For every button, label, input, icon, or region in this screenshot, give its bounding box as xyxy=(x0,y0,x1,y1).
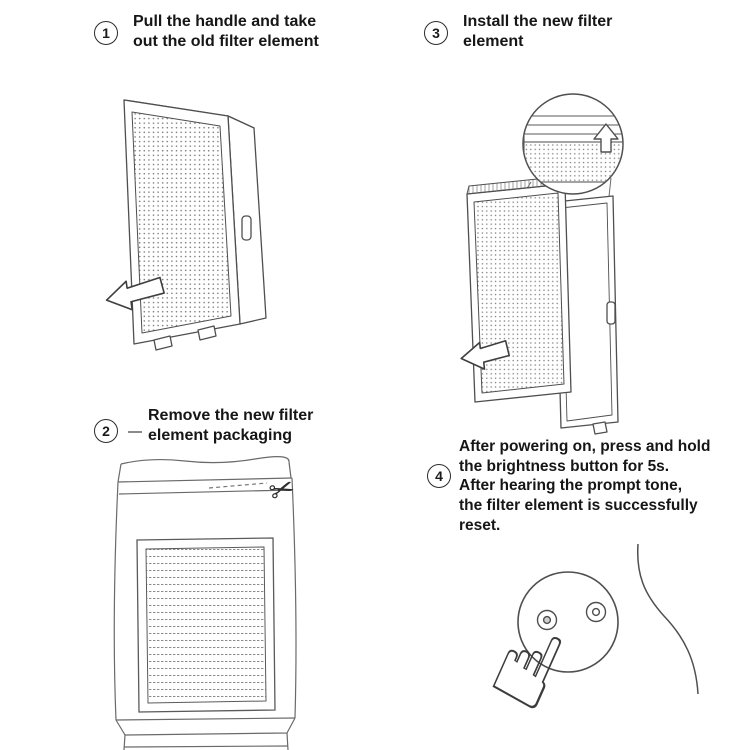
secondary-button xyxy=(585,601,607,623)
step-3-caption: Install the new filter element xyxy=(463,13,613,51)
old-filter-unit-drawing xyxy=(123,99,267,351)
packaging-bag-drawing xyxy=(113,456,297,750)
scissors-icon: ✂ xyxy=(265,470,300,511)
step-4-illustration: ☝ xyxy=(474,543,699,736)
filter-handle xyxy=(241,215,252,241)
step-2-caption: Remove the new filter element packaging xyxy=(148,407,314,445)
packed-filter-drawing xyxy=(136,537,276,713)
step-1-illustration xyxy=(105,99,267,351)
insert-up-arrow-icon xyxy=(593,123,619,153)
step-3-number: 3 xyxy=(424,21,448,45)
brightness-button xyxy=(536,609,558,631)
filter-handle xyxy=(606,301,616,325)
step-2-number: 2 xyxy=(94,419,118,443)
device-edge-line xyxy=(636,543,699,695)
step-3-illustration xyxy=(460,93,624,435)
magnifier-callout xyxy=(522,93,624,195)
step-1-number: 1 xyxy=(94,21,118,45)
pull-out-arrow-icon xyxy=(105,276,165,311)
cut-line xyxy=(208,482,268,489)
step-4-number: 4 xyxy=(427,464,451,488)
push-in-arrow-icon xyxy=(460,339,510,370)
step-2-illustration: ✂ xyxy=(113,456,300,750)
step-1-caption: Pull the handle and take out the old fil… xyxy=(133,13,319,51)
control-panel-circle xyxy=(517,571,619,673)
leader-dash xyxy=(128,431,142,433)
step-4-caption: After powering on, press and hold the br… xyxy=(459,438,711,534)
